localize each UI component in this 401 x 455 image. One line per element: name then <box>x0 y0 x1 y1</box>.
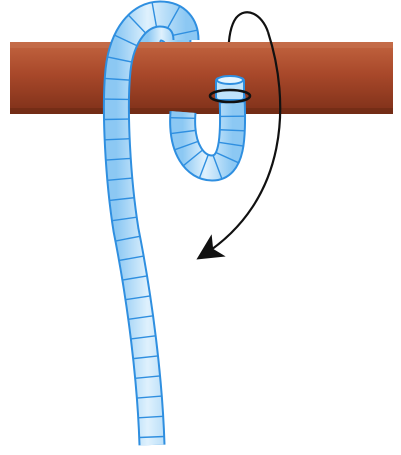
rope-segment-mark <box>170 118 195 119</box>
bar-icon <box>10 42 393 114</box>
